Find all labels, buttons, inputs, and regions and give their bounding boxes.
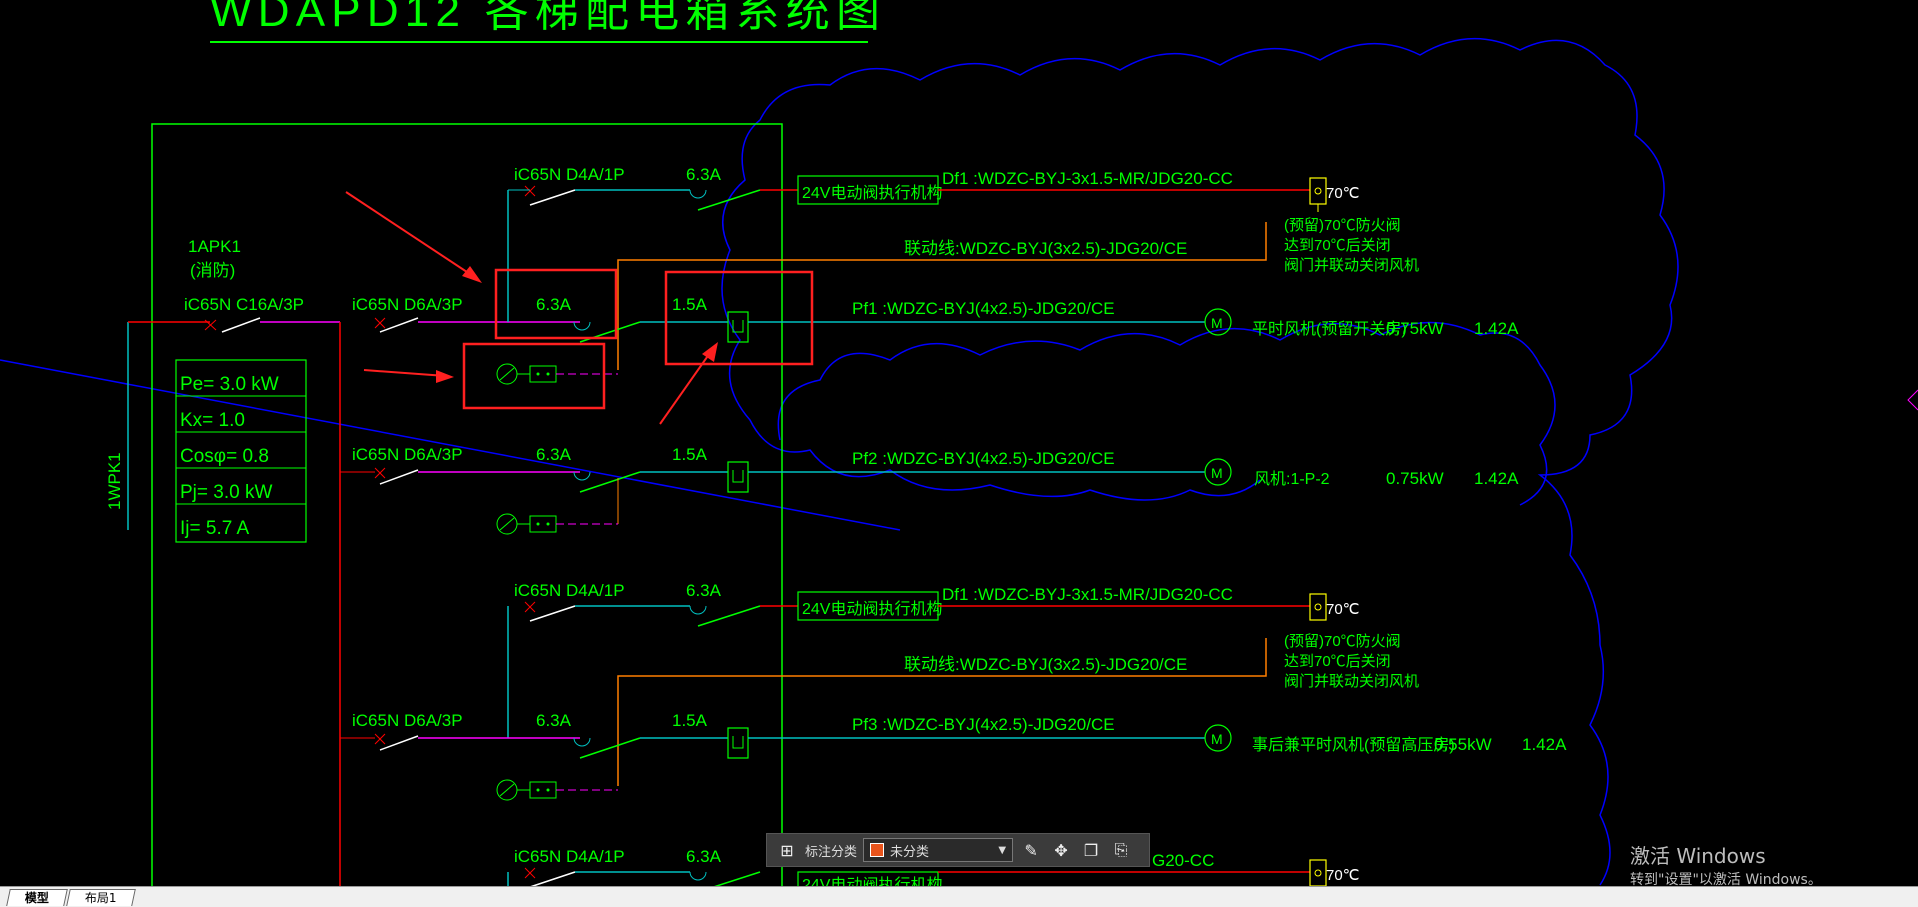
- annotation-arrow: [659, 349, 713, 425]
- drawing-title: WDAPD12 各梯配电箱系统图: [210, 0, 880, 36]
- svg-text:G20-CC: G20-CC: [1152, 851, 1214, 870]
- tab-layout1[interactable]: 布局1: [66, 889, 136, 906]
- svg-text:0.55kW: 0.55kW: [1434, 735, 1492, 754]
- svg-text:事后兼平时风机(预留高压房): 事后兼平时风机(预留高压房): [1252, 736, 1455, 754]
- svg-text:70℃: 70℃: [1326, 867, 1360, 884]
- svg-text:达到70℃后关闭: 达到70℃后关闭: [1284, 237, 1391, 254]
- circuit-group-2: iC65N D6A/3P 6.3A 1.5A Pf2 :WDZC-BYJ(4x2…: [340, 445, 1519, 535]
- circuit-group-3: iC65N D4A/1P 6.3A 24V电动阀执行机构 Df1 :WDZC-B…: [340, 581, 1567, 801]
- annotation-box: [494, 268, 618, 340]
- copy-icon[interactable]: ❐: [1083, 840, 1099, 860]
- svg-text:0.75kW: 0.75kW: [1386, 469, 1444, 488]
- svg-text:1.42A: 1.42A: [1474, 469, 1519, 488]
- category-value: 未分类: [890, 844, 930, 860]
- svg-text:Pf3 :WDZC-BYJ(4x2.5)-JDG20/CE: Pf3 :WDZC-BYJ(4x2.5)-JDG20/CE: [852, 715, 1115, 734]
- annotation-toolbar: ⊞ 标注分类 未分类 ▼ ✎ ✥ ❐ ⎘: [766, 833, 1150, 867]
- main-label: 1APK1: [188, 237, 241, 256]
- main-label: (消防): [190, 261, 235, 280]
- layout-tab-bar: 模型 布局1: [0, 886, 1918, 907]
- svg-text:Pf2 :WDZC-BYJ(4x2.5)-JDG20/CE: Pf2 :WDZC-BYJ(4x2.5)-JDG20/CE: [852, 449, 1115, 468]
- chevron-down-icon: ▼: [998, 844, 1007, 856]
- paste-icon[interactable]: ⎘: [1114, 840, 1128, 859]
- svg-text:6.3A: 6.3A: [536, 711, 572, 730]
- svg-text:M: M: [1211, 315, 1223, 331]
- svg-text:(预留)70℃防火阀: (预留)70℃防火阀: [1284, 217, 1401, 234]
- annotation-arrow: [363, 369, 447, 377]
- svg-text:Pe= 3.0 kW: Pe= 3.0 kW: [180, 374, 279, 395]
- panel-id: 1WPK1: [105, 452, 124, 510]
- svg-text:M: M: [1211, 465, 1223, 481]
- svg-text:1.5A: 1.5A: [672, 295, 708, 314]
- svg-text:1.42A: 1.42A: [1474, 319, 1519, 338]
- svg-text:1.5A: 1.5A: [672, 711, 708, 730]
- svg-text:iC65N D6A/3P: iC65N D6A/3P: [352, 711, 463, 730]
- activation-watermark: 激活 Windows 转到"设置"以激活 Windows。: [1630, 840, 1822, 889]
- svg-text:24V电动阀执行机构: 24V电动阀执行机构: [802, 600, 942, 618]
- svg-text:Cosφ= 0.8: Cosφ= 0.8: [180, 446, 269, 467]
- svg-text:阀门并联动关闭风机: 阀门并联动关闭风机: [1284, 673, 1419, 690]
- svg-text:M: M: [1211, 731, 1223, 747]
- svg-text:6.3A: 6.3A: [536, 295, 572, 314]
- svg-text:Pf1 :WDZC-BYJ(4x2.5)-JDG20/CE: Pf1 :WDZC-BYJ(4x2.5)-JDG20/CE: [852, 299, 1115, 318]
- svg-text:iC65N D6A/3P: iC65N D6A/3P: [352, 295, 463, 314]
- revision-cloud-inner: [777, 321, 1556, 506]
- svg-text:6.3A: 6.3A: [686, 847, 722, 866]
- svg-text:风机:1-P-2: 风机:1-P-2: [1254, 470, 1330, 488]
- svg-text:Df1 :WDZC-BYJ-3x1.5-MR/JDG20-C: Df1 :WDZC-BYJ-3x1.5-MR/JDG20-CC: [942, 585, 1233, 604]
- main-breaker-label: iC65N C16A/3P: [184, 295, 304, 314]
- edit-icon[interactable]: ✎: [1024, 840, 1038, 860]
- svg-text:iC65N D4A/1P: iC65N D4A/1P: [514, 847, 625, 866]
- svg-text:1.42A: 1.42A: [1522, 735, 1567, 754]
- svg-text:0.75kW: 0.75kW: [1386, 319, 1444, 338]
- move-icon[interactable]: ✥: [1054, 840, 1068, 860]
- tab-model[interactable]: 模型: [6, 889, 68, 906]
- svg-text:平时风机(预留开关房): 平时风机(预留开关房): [1252, 320, 1407, 338]
- grid-icon[interactable]: ⊞: [780, 840, 794, 860]
- annotation-box: [462, 342, 606, 410]
- svg-text:6.3A: 6.3A: [536, 445, 572, 464]
- svg-text:70℃: 70℃: [1326, 185, 1360, 202]
- annotation-arrowhead: [462, 266, 482, 283]
- watermark-subtitle: 转到"设置"以激活 Windows。: [1630, 872, 1822, 888]
- annotation-arrowhead: [436, 370, 454, 383]
- revision-cloud: [721, 37, 1679, 886]
- watermark-title: 激活 Windows: [1630, 844, 1766, 868]
- svg-text:iC65N D6A/3P: iC65N D6A/3P: [352, 445, 463, 464]
- category-select[interactable]: 未分类 ▼: [863, 838, 1014, 862]
- svg-text:6.3A: 6.3A: [686, 581, 722, 600]
- panel-box: [151, 123, 783, 906]
- svg-text:(预留)70℃防火阀: (预留)70℃防火阀: [1284, 633, 1401, 650]
- svg-text:联动线:WDZC-BYJ(3x2.5)-JDG20/CE: 联动线:WDZC-BYJ(3x2.5)-JDG20/CE: [904, 655, 1187, 674]
- svg-text:Ij= 5.7 A: Ij= 5.7 A: [180, 518, 250, 539]
- stray-line: [0, 359, 901, 531]
- svg-text:iC65N D4A/1P: iC65N D4A/1P: [514, 165, 625, 184]
- svg-text:Df1 :WDZC-BYJ-3x1.5-MR/JDG20-C: Df1 :WDZC-BYJ-3x1.5-MR/JDG20-CC: [942, 169, 1233, 188]
- annotation-arrow: [345, 191, 477, 279]
- annotation-box: [664, 270, 814, 366]
- svg-text:联动线:WDZC-BYJ(3x2.5)-JDG20/CE: 联动线:WDZC-BYJ(3x2.5)-JDG20/CE: [904, 239, 1187, 258]
- svg-text:Kx= 1.0: Kx= 1.0: [180, 410, 245, 431]
- svg-text:阀门并联动关闭风机: 阀门并联动关闭风机: [1284, 257, 1419, 274]
- category-color-swatch: [870, 843, 885, 857]
- toolbar-label: 标注分类: [805, 844, 858, 860]
- edge-marker: [1907, 389, 1918, 411]
- svg-text:70℃: 70℃: [1326, 601, 1360, 618]
- annotation-markup: [345, 191, 814, 425]
- svg-text:iC65N D4A/1P: iC65N D4A/1P: [514, 581, 625, 600]
- calc-table: Pe= 3.0 kW Kx= 1.0 Cosφ= 0.8 Pj= 3.0 kW …: [175, 359, 307, 543]
- svg-text:达到70℃后关闭: 达到70℃后关闭: [1284, 653, 1391, 670]
- switch-contact: [221, 317, 261, 333]
- breaker-mark: [204, 319, 217, 331]
- svg-text:6.3A: 6.3A: [686, 165, 722, 184]
- svg-text:24V电动阀执行机构: 24V电动阀执行机构: [802, 184, 942, 202]
- svg-text:1.5A: 1.5A: [672, 445, 708, 464]
- annotation-arrowhead: [702, 342, 718, 362]
- circuit-group-1: iC65N D6A/3P iC65N D4A/1P 6.3A 24V电动阀执行机…: [352, 165, 1519, 385]
- svg-text:Pj= 3.0 kW: Pj= 3.0 kW: [180, 482, 272, 503]
